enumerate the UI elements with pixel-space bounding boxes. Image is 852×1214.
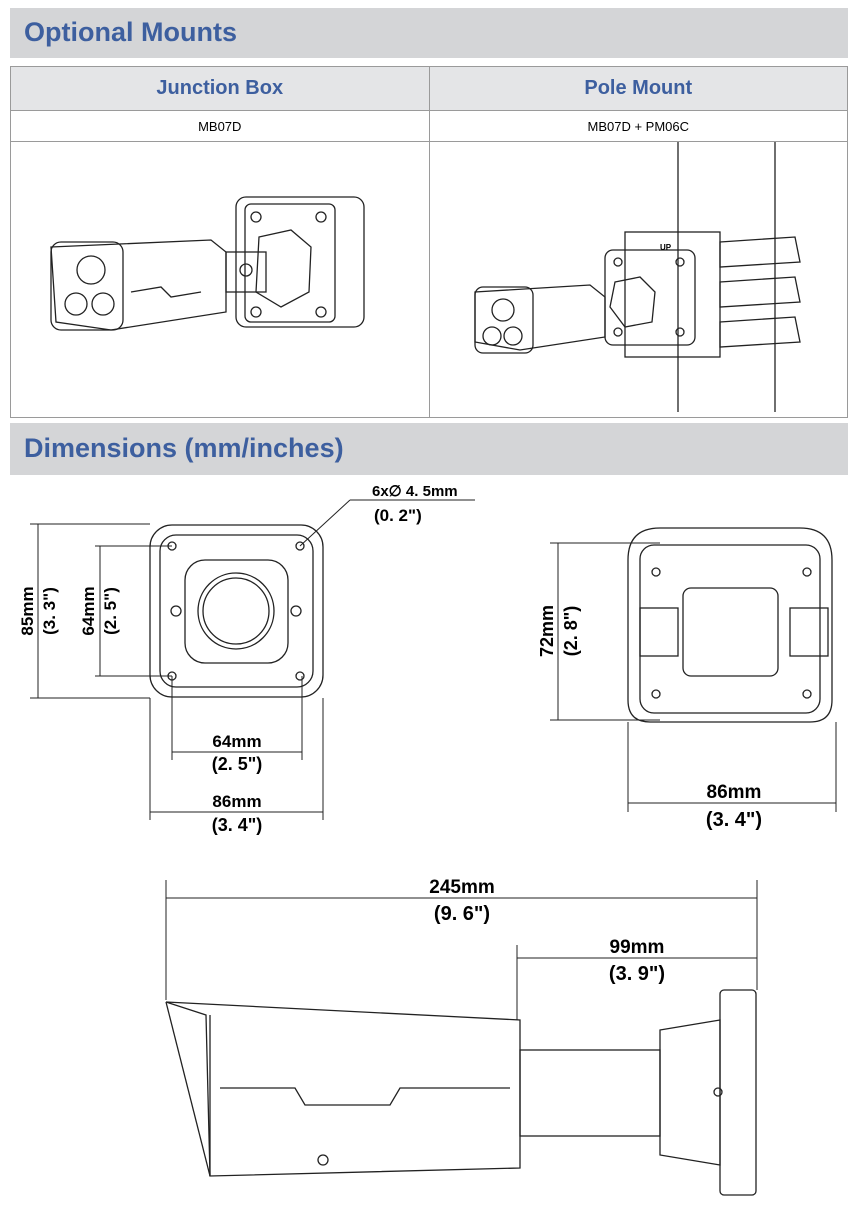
length-99-inches: (3. 9"): [609, 963, 665, 985]
dimension-drawings: 6x∅ 4. 5mm (0. 2") 85mm(3. 3") 64mm(2. 5…: [18, 483, 837, 1196]
height-85-inches: (3. 3"): [40, 587, 59, 635]
mounts-table: Junction Box Pole Mount MB07D MB07D + PM…: [10, 66, 848, 418]
camera-side-view: [165, 989, 757, 1196]
pole-mount-image: UP: [428, 141, 848, 418]
width-86: 86mm: [212, 792, 261, 811]
width-86-camera-inches: (3. 4"): [706, 809, 762, 831]
camera-front-view: [627, 527, 833, 723]
mount-name: Pole Mount: [428, 66, 848, 111]
width-86-inches: (3. 4"): [212, 815, 263, 835]
width-86-camera: 86mm: [707, 782, 762, 803]
height-64-inches: (2. 5"): [101, 587, 120, 635]
dimensions-heading: Dimensions (mm/inches): [10, 423, 848, 475]
hole-dimension-inches: (0. 2"): [374, 506, 422, 525]
mount-front-view: [149, 524, 324, 698]
length-245: 245mm: [429, 877, 495, 898]
mount-model: MB07D + PM06C: [428, 110, 848, 142]
mount-name: Junction Box: [10, 66, 430, 111]
junction-box-image: [10, 141, 430, 418]
up-label: UP: [660, 243, 672, 252]
height-72-inches: (2. 8"): [561, 606, 581, 657]
length-99: 99mm: [610, 937, 665, 958]
height-64: 64mm: [79, 586, 98, 635]
width-64-inches: (2. 5"): [212, 754, 263, 774]
optional-mounts-heading: Optional Mounts: [10, 8, 848, 58]
height-85: 85mm: [18, 586, 37, 635]
height-72: 72mm: [537, 605, 557, 657]
hole-dimension: 6x∅ 4. 5mm: [372, 483, 458, 500]
width-64: 64mm: [212, 732, 261, 751]
length-245-inches: (9. 6"): [434, 903, 490, 925]
mount-model: MB07D: [10, 110, 430, 142]
